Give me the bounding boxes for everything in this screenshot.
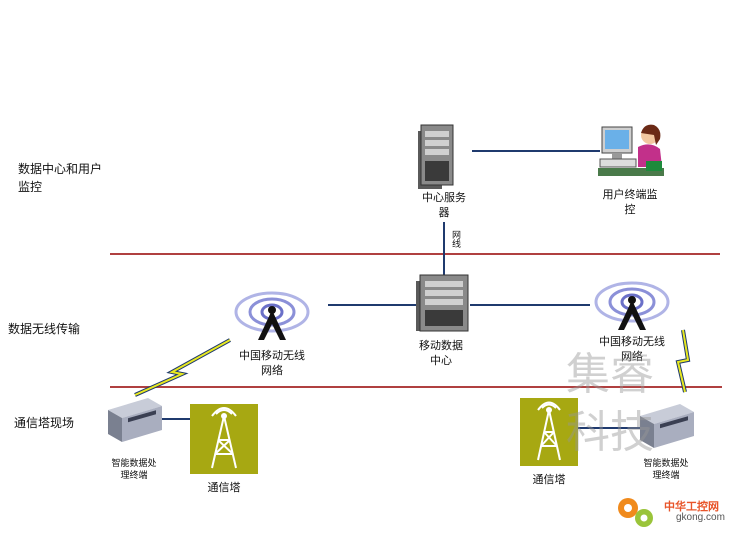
layer-label-tower-site: 通信塔现场	[14, 416, 75, 430]
datacenter-server-icon	[416, 274, 469, 332]
gkong-logo-name: 中华工控网	[664, 501, 719, 513]
gkong-logo-domain: gkong.com	[676, 512, 725, 523]
layer-label-wireless: 数据无线传输	[8, 322, 81, 336]
layer-label-datacenter: 数据中心和用户监控	[18, 162, 103, 194]
data-terminal-device-icon	[640, 404, 694, 448]
watermark-line1: 集睿	[566, 349, 654, 400]
wireless-antenna-icon	[594, 281, 670, 330]
wireless-antenna-icon	[234, 291, 310, 340]
tower-right-label: 通信塔	[532, 473, 566, 486]
central-server-label: 中心服务器	[422, 191, 466, 219]
data-terminal-device-icon	[108, 398, 162, 442]
gkong-logo-icon	[618, 498, 653, 527]
communication-tower-icon	[190, 404, 258, 474]
tower-left-label: 通信塔	[207, 481, 241, 494]
terminal-right-label: 智能数据处理终端	[643, 459, 689, 481]
watermark-line2: 科技	[566, 407, 654, 458]
user-terminal-label: 用户终端监控	[602, 188, 658, 216]
terminal-left-label: 智能数据处理终端	[111, 459, 157, 481]
communication-tower-icon	[520, 398, 578, 466]
cm-network-right-label: 中国移动无线网络	[599, 335, 665, 363]
cm-network-left-label: 中国移动无线网络	[239, 349, 305, 377]
network-cable-label: 网线	[450, 230, 460, 248]
server-icon	[418, 124, 454, 189]
user-monitor-icon	[598, 124, 664, 176]
mobile-datacenter-label: 移动数据中心	[419, 339, 463, 367]
